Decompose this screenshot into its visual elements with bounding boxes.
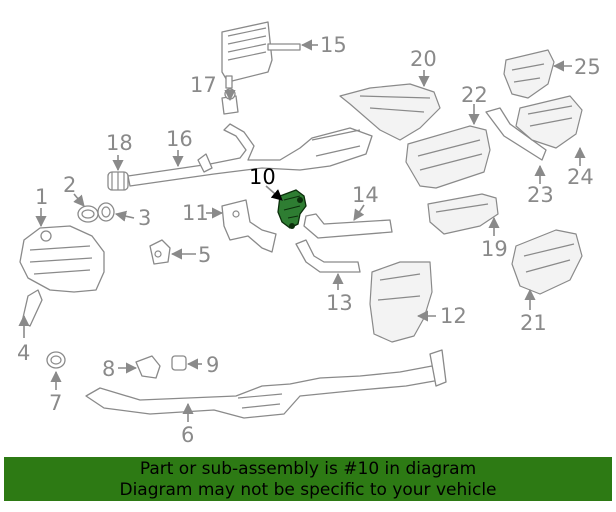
part-21-heat-shield[interactable] — [511, 229, 583, 295]
part-13-pipe[interactable] — [295, 239, 361, 273]
callout-2: 2 — [63, 173, 76, 197]
callout-20: 20 — [410, 47, 437, 71]
banner-line-1: Part or sub-assembly is #10 in diagram — [139, 459, 477, 479]
callout-21: 21 — [520, 311, 547, 335]
callout-labels: 15 17 18 16 1 2 3 11 10 14 5 4 13 12 20 … — [17, 33, 601, 447]
part-3-clamp[interactable] — [97, 202, 115, 222]
parts-diagram: 15 17 18 16 1 2 3 11 10 14 5 4 13 12 20 … — [17, 21, 601, 447]
banner-line-2: Diagram may not be specific to your vehi… — [119, 480, 497, 500]
callout-6: 6 — [181, 423, 194, 447]
part-14-pipe[interactable] — [303, 213, 393, 239]
part-6-front-pipe[interactable] — [85, 349, 447, 419]
callout-11: 11 — [182, 201, 209, 225]
callout-5: 5 — [198, 243, 211, 267]
part-2-gasket[interactable] — [77, 205, 99, 223]
callout-16: 16 — [166, 127, 193, 151]
fitment-banner: Part or sub-assembly is #10 in diagram D… — [4, 457, 612, 501]
part-7-gasket[interactable] — [46, 351, 66, 369]
part-23-bracket[interactable] — [485, 107, 547, 161]
part-9-hanger[interactable] — [171, 355, 187, 371]
part-11-bracket[interactable] — [221, 199, 277, 253]
leader-arrows — [18, 39, 586, 422]
callout-8: 8 — [102, 357, 115, 381]
callout-17: 17 — [190, 73, 217, 97]
callout-9: 9 — [206, 353, 219, 377]
callout-12: 12 — [440, 304, 467, 328]
callout-25: 25 — [574, 55, 601, 79]
part-10-highlighted[interactable] — [277, 189, 307, 229]
callout-19: 19 — [481, 237, 508, 261]
part-15-rear-muffler[interactable] — [221, 21, 301, 89]
part-16-center-pipe[interactable] — [127, 123, 373, 187]
part-19-heat-shield[interactable] — [427, 193, 499, 235]
callout-1: 1 — [35, 185, 48, 209]
callout-14: 14 — [352, 183, 379, 207]
callout-15: 15 — [320, 33, 347, 57]
part-4-bracket[interactable] — [21, 289, 43, 327]
part-20-heat-shield[interactable] — [339, 83, 441, 141]
part-12-heat-shield[interactable] — [369, 261, 433, 343]
part-22-shield[interactable] — [405, 125, 491, 189]
part-25-heat-shield[interactable] — [503, 49, 555, 99]
callout-7: 7 — [49, 391, 62, 415]
part-5-bracket[interactable] — [149, 239, 171, 265]
part-8-bracket[interactable] — [135, 355, 161, 379]
callout-10: 10 — [249, 165, 276, 189]
callout-3: 3 — [138, 206, 151, 230]
callout-22: 22 — [461, 83, 488, 107]
callout-4: 4 — [17, 341, 30, 365]
callout-24: 24 — [567, 165, 594, 189]
callout-13: 13 — [326, 291, 353, 315]
part-24-heat-shield[interactable] — [515, 95, 583, 149]
part-18-clamp[interactable] — [107, 171, 129, 191]
callout-23: 23 — [527, 183, 554, 207]
callout-18: 18 — [106, 131, 133, 155]
part-1-catalytic-converter[interactable] — [19, 225, 105, 293]
